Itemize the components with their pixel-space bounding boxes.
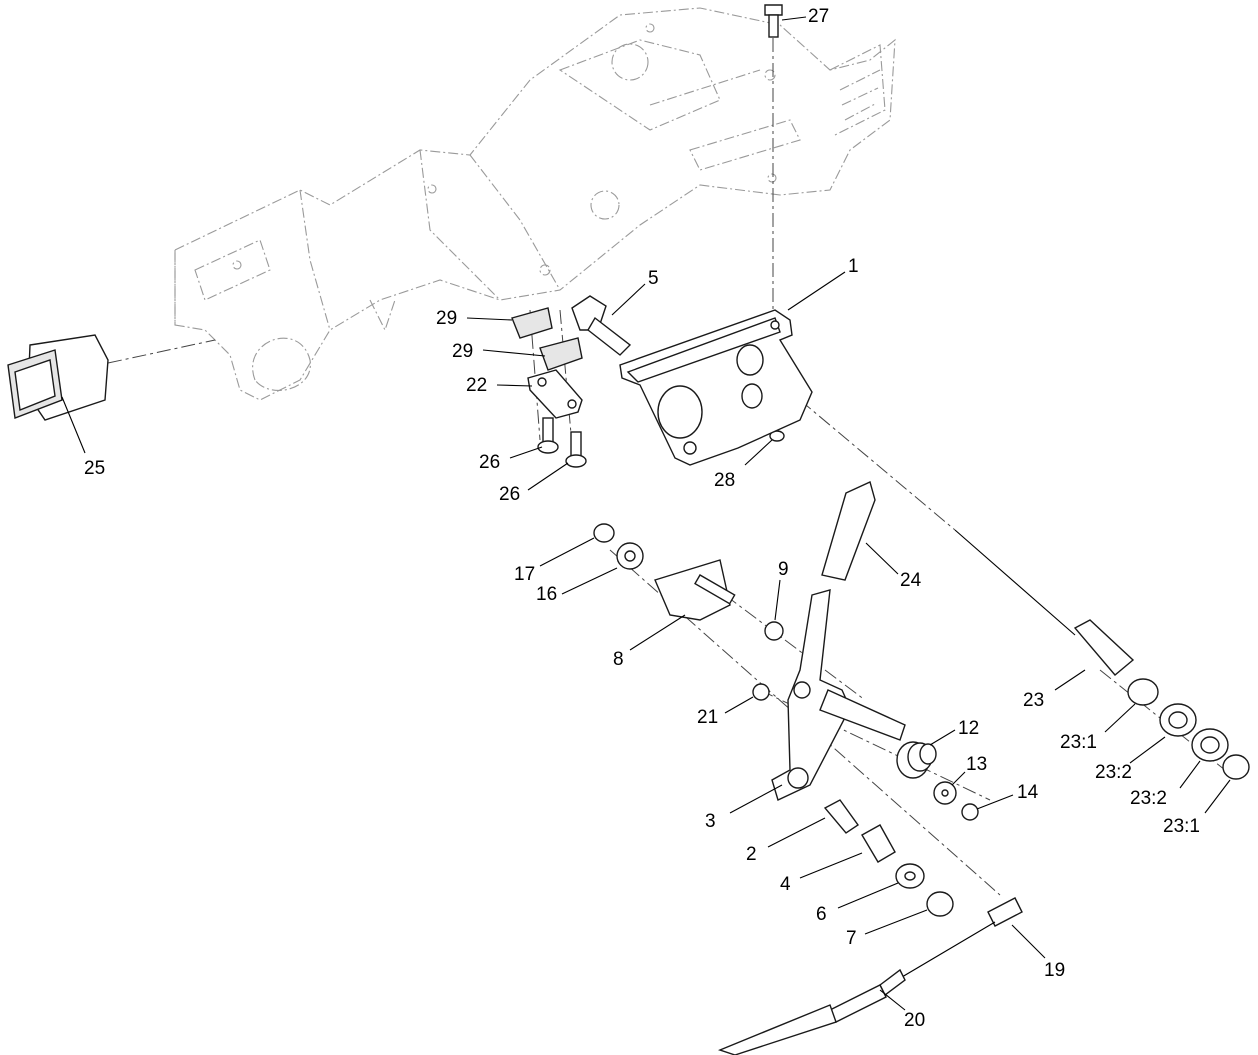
- callout-13: 13: [966, 754, 987, 775]
- callout-labels: 1 2 3 4 5 6 7 8 9 12 13 14 16 17 19 20 2…: [84, 6, 1200, 1031]
- part-14-nut: [961, 803, 979, 821]
- part-29-clips: [511, 307, 583, 371]
- part-13-washer: [933, 781, 957, 805]
- callout-8: 8: [613, 649, 624, 670]
- callout-17: 17: [514, 564, 535, 585]
- part-3-lever: [771, 589, 906, 801]
- callout-4: 4: [780, 874, 791, 895]
- part-23-1-jam-nut-a: [1127, 678, 1159, 706]
- part-27-bolt: [764, 4, 783, 38]
- part-4-bushing: [861, 824, 896, 863]
- part-20-cable: [717, 921, 996, 1055]
- callout-23-1-a: 23:1: [1060, 732, 1097, 753]
- part-23-2-lockwasher-b: [1191, 728, 1229, 762]
- callout-23-2-b: 23:2: [1130, 788, 1167, 809]
- part-21-nut: [752, 683, 770, 701]
- part-25-switch: [7, 334, 109, 421]
- part-1-plate: [619, 309, 813, 466]
- callout-22: 22: [466, 375, 487, 396]
- part-16-washer: [616, 542, 644, 570]
- callout-29-a: 29: [436, 308, 457, 329]
- callout-7: 7: [846, 928, 857, 949]
- part-23-2-lockwasher-a: [1159, 703, 1197, 737]
- part-8-pivot: [654, 559, 736, 621]
- callout-23: 23: [1023, 690, 1044, 711]
- callout-29-b: 29: [452, 341, 473, 362]
- part-26-screws: [537, 417, 587, 468]
- part-23-cable: [954, 529, 1135, 676]
- part-9-bushing: [764, 621, 784, 641]
- part-23-1-jam-nut-b: [1222, 754, 1250, 780]
- callout-23-2-a: 23:2: [1095, 762, 1132, 783]
- part-22-bracket: [527, 369, 583, 419]
- callout-6: 6: [816, 904, 827, 925]
- callout-19: 19: [1044, 960, 1065, 981]
- callout-1: 1: [848, 256, 859, 277]
- part-17-nut: [593, 523, 615, 543]
- part-12-spring: [896, 741, 937, 779]
- leader-lines: [61, 16, 1231, 1011]
- part-2-spacer: [823, 799, 859, 834]
- part-19-rod-end: [987, 897, 1023, 927]
- callout-5: 5: [648, 268, 659, 289]
- callout-9: 9: [778, 559, 789, 580]
- part-6-washer: [895, 863, 925, 889]
- callout-28: 28: [714, 470, 735, 491]
- callout-16: 16: [536, 584, 557, 605]
- callout-26-a: 26: [479, 452, 500, 473]
- callout-24: 24: [900, 570, 922, 591]
- callout-26-b: 26: [499, 484, 520, 505]
- callout-3: 3: [705, 811, 716, 832]
- part-24-grip: [821, 481, 876, 581]
- callout-21: 21: [697, 707, 718, 728]
- assembly-centerlines: [107, 38, 1226, 896]
- callout-2: 2: [746, 844, 757, 865]
- callout-12: 12: [958, 718, 979, 739]
- frame-phantom: [174, 7, 896, 401]
- part-7-nut: [926, 891, 954, 917]
- part-5-bolt: [571, 295, 632, 356]
- callout-25: 25: [84, 458, 105, 479]
- callout-20: 20: [904, 1010, 925, 1031]
- callout-23-1-b: 23:1: [1163, 816, 1200, 837]
- callout-27: 27: [808, 6, 829, 27]
- callout-14: 14: [1017, 782, 1039, 803]
